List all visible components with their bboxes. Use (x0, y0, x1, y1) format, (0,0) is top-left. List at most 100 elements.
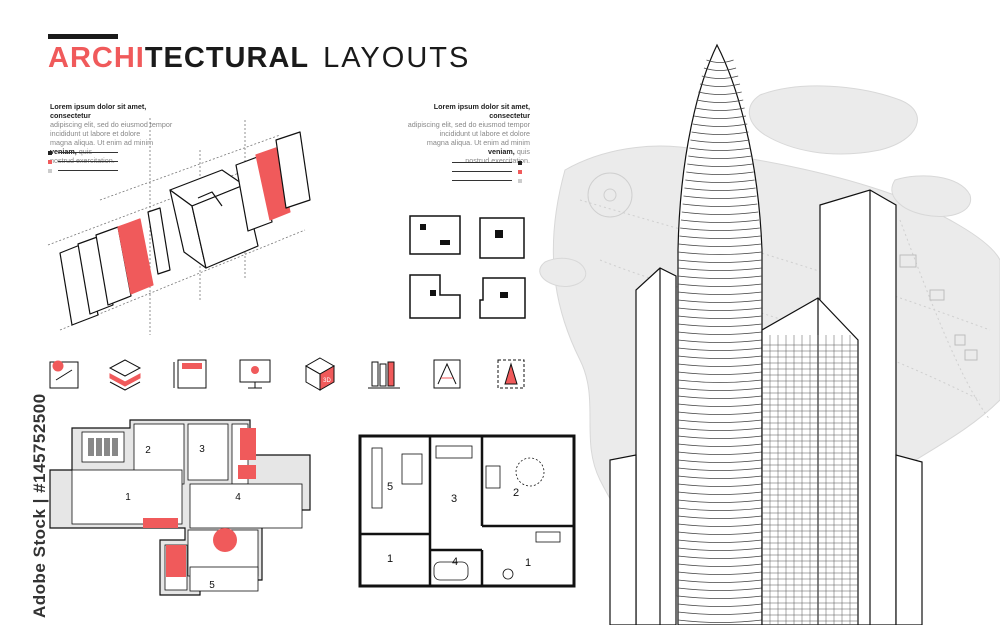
para-right-line5: nostrud exercitation. (465, 156, 530, 165)
plan-left-wardrobe (88, 438, 118, 456)
tower-band (677, 283, 763, 287)
map-land-north (748, 85, 918, 155)
tower-band (677, 307, 763, 311)
legend-row (48, 148, 118, 157)
plan-left-room-5 (189, 566, 259, 592)
plan-right-label-3: 3 (451, 493, 457, 505)
para-left-line3: incididunt ut labore et dolore (50, 129, 141, 138)
layers-icon-bottom (109, 381, 141, 391)
map-block (899, 254, 917, 268)
tower-band (677, 275, 763, 279)
para-left-line4-bold: veniam, (50, 147, 77, 156)
thumb-fixture (495, 230, 503, 238)
monitor-blueprint-icon (239, 359, 271, 389)
plan-right-label-5: 5 (387, 481, 393, 493)
map-land-northeast (891, 175, 972, 217)
thumb-fixture (500, 292, 508, 298)
map-rosette-ring (587, 172, 633, 218)
legend-line (452, 162, 512, 163)
wardrobe-slat (88, 438, 94, 456)
skyscrapers (609, 43, 923, 625)
para-right-line1-bold: consectetur (489, 111, 530, 120)
tower-band (685, 179, 755, 183)
tower-band (677, 299, 763, 303)
wall-panel-highlight (255, 147, 291, 221)
tower-glass-grid (762, 335, 858, 625)
cube-3d-icon-left (305, 365, 321, 391)
plan-left-highlights (143, 428, 256, 577)
letter-a-icon-glyph (437, 362, 457, 385)
plan-thumbnails (409, 215, 526, 319)
tower-band (680, 227, 760, 231)
para-left-line5: nostrud exercitation. (50, 156, 180, 165)
tower-band (677, 251, 763, 255)
tower-band (693, 115, 747, 119)
tower-band (677, 419, 763, 423)
tower-band (677, 539, 763, 543)
map-rosette (587, 172, 633, 218)
tower-band (677, 355, 763, 359)
floor-plan-right-walls (360, 436, 574, 586)
tower-left-slab (635, 267, 677, 625)
guide-line (59, 229, 306, 331)
plan-right-bed (401, 453, 423, 485)
monitor-blueprint-icon-dot (251, 366, 259, 374)
tower-band (677, 371, 763, 375)
map-road (899, 219, 991, 421)
tower-band (677, 499, 763, 503)
wall-panel (95, 226, 132, 306)
plan-left-label-4: 4 (235, 492, 241, 503)
tower-band (677, 347, 763, 351)
tower-band (677, 587, 763, 591)
plan-right-label-4: 4 (452, 556, 458, 568)
plan-right-table (515, 457, 545, 487)
tower-band (678, 243, 762, 247)
title-bar (48, 34, 118, 39)
floor-plan-right-outline (358, 434, 576, 588)
plan-right-label-6: 1 (525, 557, 531, 569)
tower-band (677, 579, 763, 583)
cube-3d-icon: 3D (304, 357, 336, 391)
tower-band (679, 235, 761, 239)
para-left-line1-bold: consectetur (50, 111, 91, 120)
tower-curved-bands (677, 59, 763, 623)
para-right-line1-lead: Lorem ipsum dolor sit amet, (433, 102, 530, 111)
tower-band (677, 395, 763, 399)
tower-band (684, 187, 756, 191)
tower-curved (677, 43, 763, 625)
wardrobe-slat (96, 438, 102, 456)
tower-band (677, 427, 763, 431)
title-part-bold: TECTURAL (144, 42, 310, 74)
thumb-fixture (430, 290, 436, 296)
legend-line (58, 170, 118, 171)
map-pin-icon-pin (52, 360, 64, 372)
plan-right-label-1: 1 (387, 553, 393, 565)
wall-panel (77, 235, 114, 315)
tower-band (677, 603, 763, 607)
tower-band (677, 611, 763, 615)
tower-band (688, 155, 752, 159)
tower-band (677, 491, 763, 495)
plan-left-room-4 (189, 483, 303, 529)
tower-band (677, 403, 763, 407)
tower-band (677, 331, 763, 335)
thumb-fixture (440, 240, 450, 245)
legend-swatch-red (518, 169, 522, 174)
legend-line (58, 152, 118, 153)
legend-swatch-gray (518, 178, 522, 183)
tower-band (689, 147, 751, 151)
tower-band (698, 91, 742, 95)
plan-left-label-2: 2 (145, 445, 151, 456)
tower-band (706, 59, 734, 63)
cube-3d-icon-label: 3D (323, 378, 331, 384)
wall-panel (275, 131, 311, 209)
tower-band (703, 67, 737, 71)
legend-row (452, 158, 522, 167)
plan-right-tub (433, 561, 469, 581)
books-icon (368, 361, 400, 389)
pen-plan-icon-nib (504, 362, 518, 385)
map-block (954, 334, 966, 346)
para-right-line4-lead: magna aliqua. Ut enim ad minim (426, 138, 530, 147)
tower-band (695, 107, 745, 111)
